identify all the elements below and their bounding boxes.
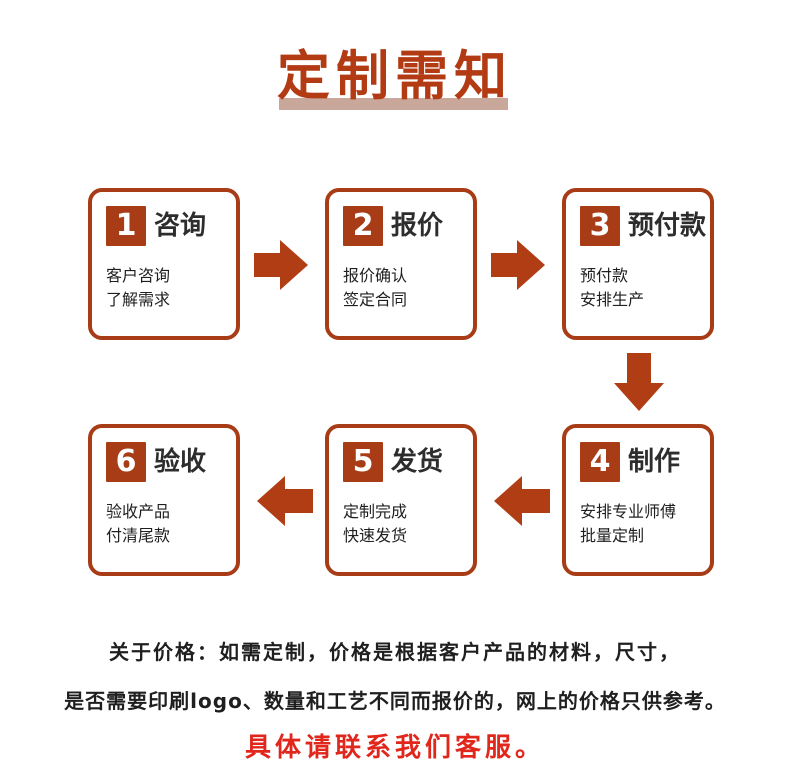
step-number-badge: 4 — [580, 442, 620, 482]
step-description: 验收产品 付清尾款 — [106, 500, 170, 548]
arrow-left-icon — [494, 476, 550, 526]
step-card-2: 2 报价 报价确认 签定合同 — [325, 188, 477, 340]
step-card-5: 5 发货 定制完成 快速发货 — [325, 424, 477, 576]
step-number-badge: 3 — [580, 206, 620, 246]
step-title: 验收 — [154, 447, 207, 477]
step-description-line: 安排生产 — [580, 290, 645, 309]
step-description-line: 报价确认 — [343, 266, 408, 285]
step-description-line: 客户咨询 — [106, 266, 171, 285]
step-title: 发货 — [391, 447, 444, 477]
step-card-3: 3 预付款 预付款 安排生产 — [562, 188, 714, 340]
step-description-line: 了解需求 — [106, 290, 171, 309]
arrow-right-icon — [491, 240, 545, 290]
step-description-line: 安排专业师傅 — [580, 502, 677, 521]
step-number-badge: 2 — [343, 206, 383, 246]
step-description: 报价确认 签定合同 — [343, 264, 407, 312]
title-underline — [279, 98, 508, 110]
arrow-right-icon — [254, 240, 308, 290]
step-number-badge: 5 — [343, 442, 383, 482]
step-description: 客户咨询 了解需求 — [106, 264, 170, 312]
step-description: 安排专业师傅 批量定制 — [580, 500, 676, 548]
step-description-line: 验收产品 — [106, 502, 171, 521]
step-card-1: 1 咨询 客户咨询 了解需求 — [88, 188, 240, 340]
step-description-line: 定制完成 — [343, 502, 408, 521]
step-description-line: 预付款 — [580, 266, 629, 285]
step-number-badge: 1 — [106, 206, 146, 246]
pricing-note-line-1: 关于价格：如需定制，价格是根据客户产品的材料，尺寸， — [109, 640, 681, 664]
arrow-left-icon — [257, 476, 313, 526]
step-card-4: 4 制作 安排专业师傅 批量定制 — [562, 424, 714, 576]
step-card-6: 6 验收 验收产品 付清尾款 — [88, 424, 240, 576]
arrow-down-icon — [614, 353, 664, 413]
step-description-line: 付清尾款 — [106, 526, 171, 545]
step-description-line: 签定合同 — [343, 290, 408, 309]
step-description-line: 快速发货 — [343, 526, 408, 545]
contact-customer-service-note: 具体请联系我们客服。 — [244, 733, 545, 763]
pricing-note-line-2: 是否需要印刷logo、数量和工艺不同而报价的，网上的价格只供参考。 — [64, 689, 726, 713]
step-title: 制作 — [628, 447, 681, 477]
step-description-line: 批量定制 — [580, 526, 645, 545]
page-title: 定制需知 — [277, 46, 513, 107]
step-description: 预付款 安排生产 — [580, 264, 644, 312]
step-number-badge: 6 — [106, 442, 146, 482]
step-title: 报价 — [391, 211, 444, 241]
step-title: 预付款 — [628, 211, 707, 241]
step-description: 定制完成 快速发货 — [343, 500, 407, 548]
page-header: 定制需知 — [0, 44, 790, 124]
step-title: 咨询 — [154, 211, 207, 241]
